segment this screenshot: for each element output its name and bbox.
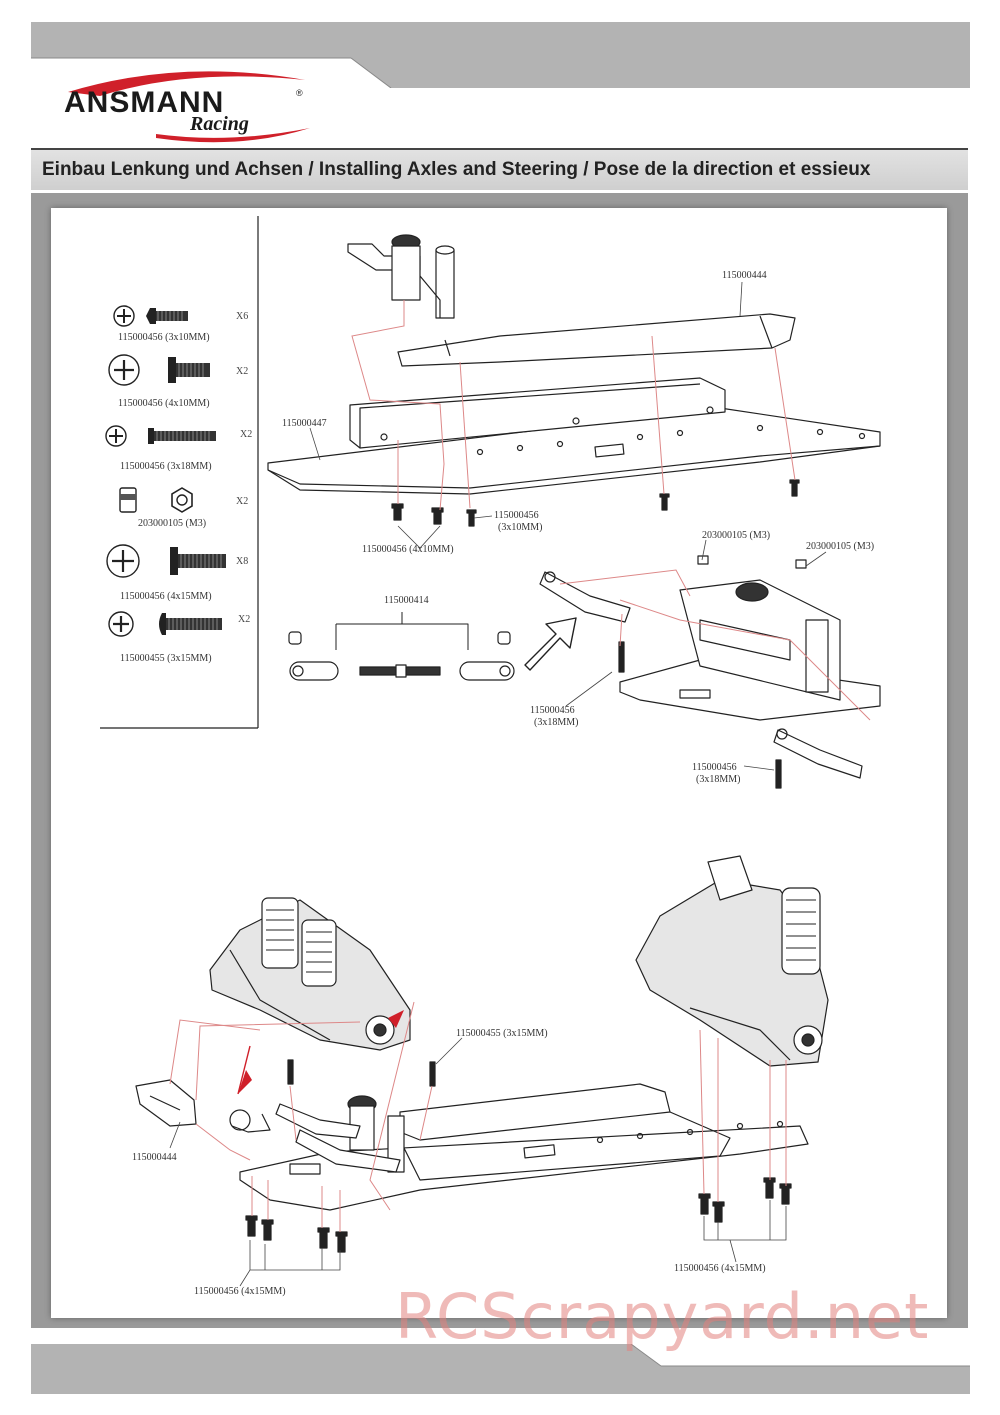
callout-part-number: 115000447: [282, 418, 327, 429]
qty-label: X2: [240, 429, 253, 440]
callout-part-size: (3x18MM): [696, 774, 741, 785]
callout-part-number: 115000456 (4x15MM): [194, 1286, 286, 1297]
phillips-countersunk-screw-icon: [105, 425, 216, 447]
phillips-countersunk-screw-icon: [108, 354, 210, 386]
phillips-button-head-screw-icon: [108, 611, 222, 637]
footer-band: [31, 1344, 970, 1394]
footer-band-notch: [630, 1344, 970, 1367]
brand-logo: ANSMANN ® Racing: [60, 66, 310, 144]
part-label: 115000456 (4x15MM): [120, 591, 212, 602]
callout-part-size: (3x10MM): [498, 522, 543, 533]
lock-nut-icon: [119, 487, 193, 513]
callout-part-number: 203000105 (M3): [702, 530, 771, 541]
svg-text:ANSMANN: ANSMANN: [64, 86, 224, 119]
qty-label: X2: [236, 366, 249, 377]
part-label: 115000455 (3x15MM): [120, 653, 212, 664]
phillips-countersunk-screw-icon: [106, 544, 226, 578]
svg-text:®: ®: [296, 88, 303, 98]
callout-part-number: 115000444: [722, 270, 767, 281]
section-title-bar: Einbau Lenkung und Achsen / Installing A…: [31, 148, 968, 190]
callout-part-size: (3x18MM): [534, 717, 579, 728]
watermark: RCScrapyard.net: [395, 1280, 930, 1353]
part-label: 115000456 (3x10MM): [118, 332, 210, 343]
callout-part-number: 115000414: [384, 595, 429, 606]
callout-part-number: 115000456 (4x10MM): [362, 544, 454, 555]
callout-part-number: 115000456: [692, 762, 737, 773]
callout-part-number: 115000456: [494, 510, 539, 521]
callout-part-number: 115000444: [132, 1152, 177, 1163]
phillips-countersunk-screw-icon: [113, 305, 188, 327]
part-label: 203000105 (M3): [138, 518, 207, 529]
callout-part-number: 115000456: [530, 705, 575, 716]
qty-label: X6: [236, 311, 249, 322]
callout-part-number: 115000455 (3x15MM): [456, 1028, 548, 1039]
qty-label: X2: [236, 496, 249, 507]
callout-part-number: 203000105 (M3): [806, 541, 875, 552]
svg-text:Racing: Racing: [189, 113, 249, 135]
ansmann-racing-logo-icon: ANSMANN ® Racing: [64, 71, 310, 143]
callout-part-number: 115000456 (4x15MM): [674, 1263, 766, 1274]
part-label: 115000456 (4x10MM): [118, 398, 210, 409]
part-label: 115000456 (3x18MM): [120, 461, 212, 472]
qty-label: X2: [238, 614, 251, 625]
page-title: Einbau Lenkung und Achsen / Installing A…: [42, 159, 871, 180]
qty-label: X8: [236, 556, 249, 567]
